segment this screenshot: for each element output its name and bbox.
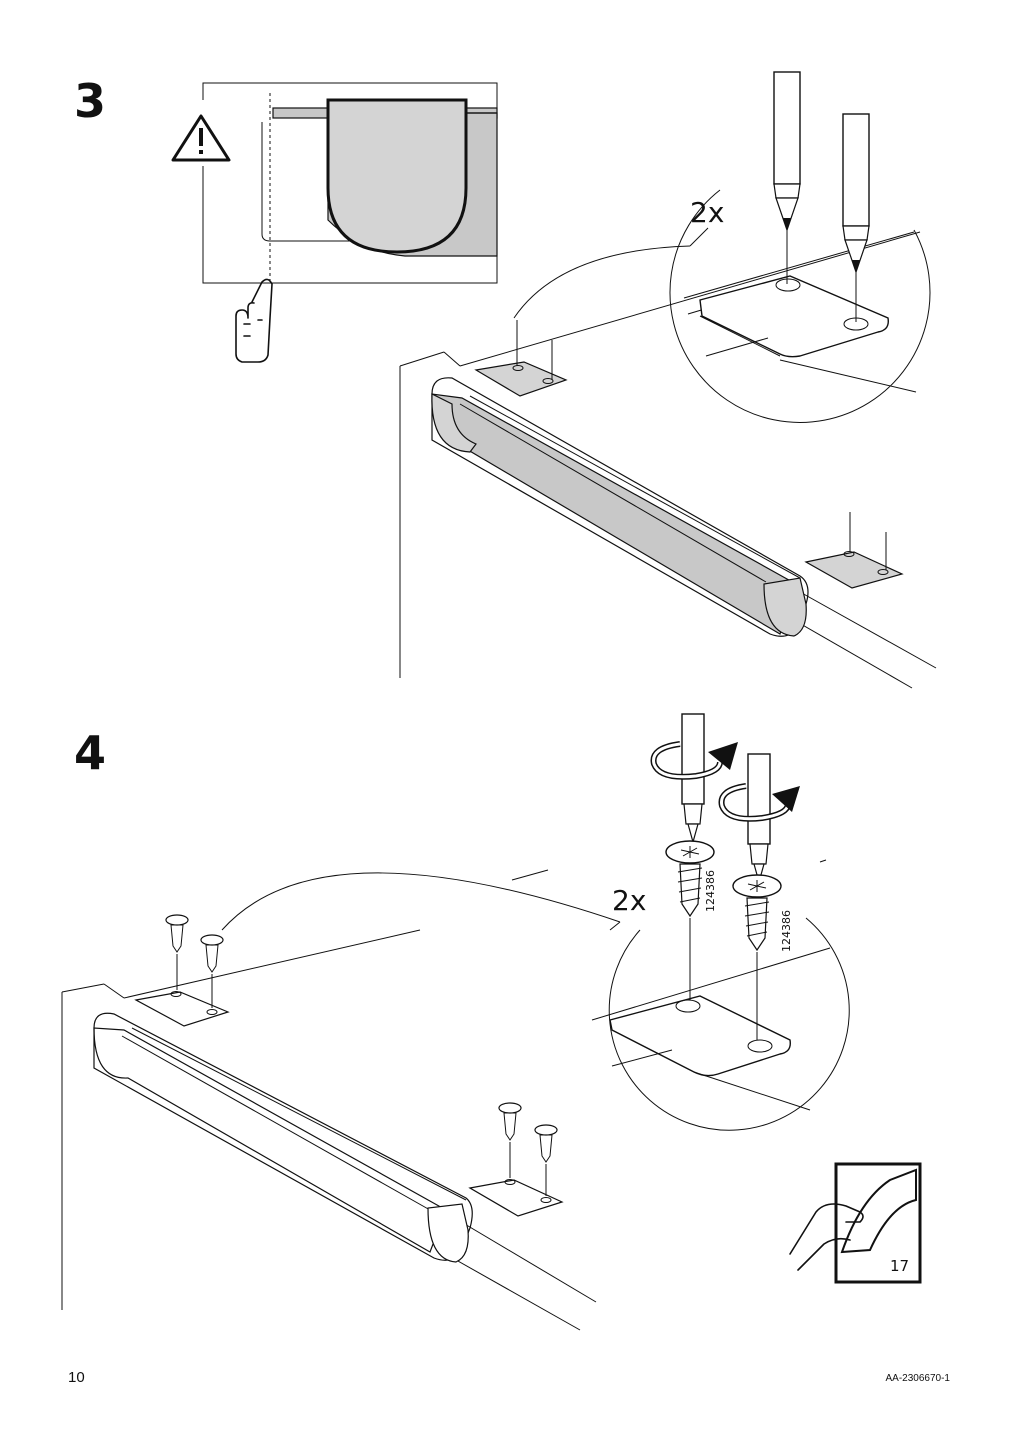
step-4-number: 4	[74, 726, 107, 780]
pencil-icon	[773, 71, 801, 284]
rotation-arrow-icon	[718, 783, 800, 822]
quantity-label: 2x	[612, 884, 646, 917]
step-3-illustration: 2x	[171, 71, 937, 689]
quantity-label: 2x	[690, 196, 724, 229]
pointing-finger-icon	[235, 278, 273, 363]
page-turn-icon: 17	[789, 1162, 922, 1284]
page-reference-number: 17	[890, 1257, 909, 1275]
screw-icon	[498, 1102, 522, 1178]
screwdriver-icon	[747, 753, 771, 885]
screwdriver-icon	[681, 713, 705, 845]
screw-icon	[165, 914, 189, 990]
step-3-detail-circle: 2x	[669, 71, 931, 423]
step-4-detail-circle: 124386 124386 2x	[591, 713, 850, 1131]
caution-detail	[171, 82, 498, 284]
pencil-icon	[842, 113, 870, 322]
rotation-arrow-icon	[650, 741, 738, 780]
page-number: 10	[68, 1369, 85, 1386]
warning-triangle-icon	[171, 114, 231, 162]
step-3-number: 3	[74, 74, 107, 128]
document-code: AA-2306670-1	[885, 1373, 951, 1384]
screw-icon	[665, 840, 715, 1000]
step-4-illustration: 124386 124386 2x	[61, 713, 850, 1331]
screw-icon	[732, 874, 782, 1040]
screw-icon	[534, 1124, 558, 1196]
part-number-label: 124386	[704, 870, 717, 912]
part-number-label: 124386	[780, 910, 793, 952]
screw-icon	[200, 934, 224, 1008]
